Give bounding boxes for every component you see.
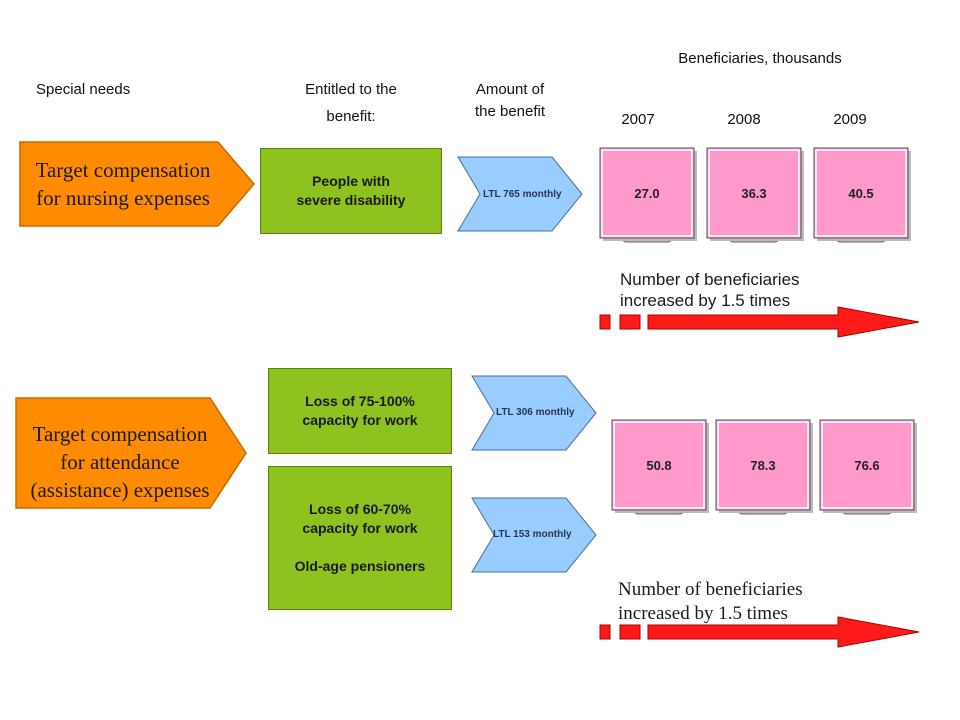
header-amount: Amount of the benefit [450, 79, 570, 123]
nursing-card-2009: 40.5 [813, 147, 914, 248]
nursing-entitled-box: People with severe disability [260, 148, 442, 234]
attendance-note-line1: Number of beneficiaries [618, 579, 803, 600]
nursing-need-pentagon [19, 141, 255, 227]
attendance-card-2007: 50.8 [611, 419, 712, 520]
nursing-value-2007: 27.0 [634, 186, 660, 201]
attendance-need-line3: (assistance) expenses [30, 478, 210, 502]
attendance-card-2009: 76.6 [819, 419, 920, 520]
attendance-entitled-a-line1: Loss of 75-100% [305, 393, 415, 409]
attendance-value-2009: 76.6 [854, 458, 880, 473]
nursing-entitled-line2: severe disability [296, 192, 406, 208]
nursing-note: Number of beneficiaries increased by 1.5… [620, 269, 920, 311]
attendance-amount-a-label: LTL 306 monthly [496, 407, 575, 418]
nursing-note-line1: Number of beneficiaries [620, 270, 800, 289]
header-entitled: Entitled to the benefit: [276, 79, 426, 128]
year-2007: 2007 [621, 111, 655, 128]
nursing-value-2008: 36.3 [741, 186, 767, 201]
nursing-card-2007: 27.0 [599, 147, 700, 248]
attendance-need-line2: for attendance [60, 450, 180, 474]
attendance-amount-chevron-a [471, 375, 597, 451]
attendance-value-2008: 78.3 [750, 458, 776, 473]
header-amount-line2: the benefit [474, 103, 546, 120]
nursing-amount-label: LTL 765 monthly [483, 189, 562, 200]
attendance-card-2008: 78.3 [715, 419, 816, 520]
header-amount-line1: Amount of [475, 81, 545, 98]
header-special-needs: Special needs [36, 81, 131, 98]
attendance-entitled-b-line2: capacity for work [302, 520, 418, 536]
nursing-entitled-line1: People with [312, 173, 390, 189]
header-entitled-line2: benefit: [326, 108, 376, 125]
nursing-growth-arrow [599, 306, 920, 338]
nursing-need-line1: Target compensation [35, 158, 211, 182]
attendance-value-2007: 50.8 [646, 458, 672, 473]
attendance-amount-chevron-b [471, 497, 597, 573]
header-entitled-line1: Entitled to the [305, 81, 397, 98]
attendance-note: Number of beneficiaries increased by 1.5… [618, 578, 918, 626]
attendance-entitled-b-line1: Loss of 60-70% [309, 501, 411, 517]
attendance-need-line1: Target compensation [32, 422, 208, 446]
attendance-need-label: Target compensation for attendance (assi… [10, 420, 230, 504]
attendance-growth-arrow [599, 616, 920, 648]
attendance-entitled-b-line3: Old-age pensioners [294, 558, 426, 574]
attendance-need-pentagon [15, 397, 247, 509]
attendance-entitled-a-line2: capacity for work [302, 412, 418, 428]
nursing-value-2009: 40.5 [848, 186, 874, 201]
nursing-need-line2: for nursing expenses [36, 186, 210, 210]
header-beneficiaries: Beneficiaries, thousands [678, 50, 842, 67]
attendance-entitled-box-a: Loss of 75-100% capacity for work [268, 368, 452, 454]
nursing-amount-chevron [457, 156, 583, 232]
year-2008: 2008 [727, 111, 761, 128]
nursing-card-2008: 36.3 [706, 147, 807, 248]
year-2009: 2009 [833, 111, 867, 128]
attendance-note-line2: increased by 1.5 times [618, 603, 788, 624]
nursing-need-label: Target compensation for nursing expenses [20, 156, 226, 212]
attendance-amount-b-label: LTL 153 monthly [493, 529, 572, 540]
nursing-note-line2: increased by 1.5 times [620, 291, 791, 310]
attendance-entitled-box-b: Loss of 60-70% capacity for work Old-age… [268, 466, 452, 610]
